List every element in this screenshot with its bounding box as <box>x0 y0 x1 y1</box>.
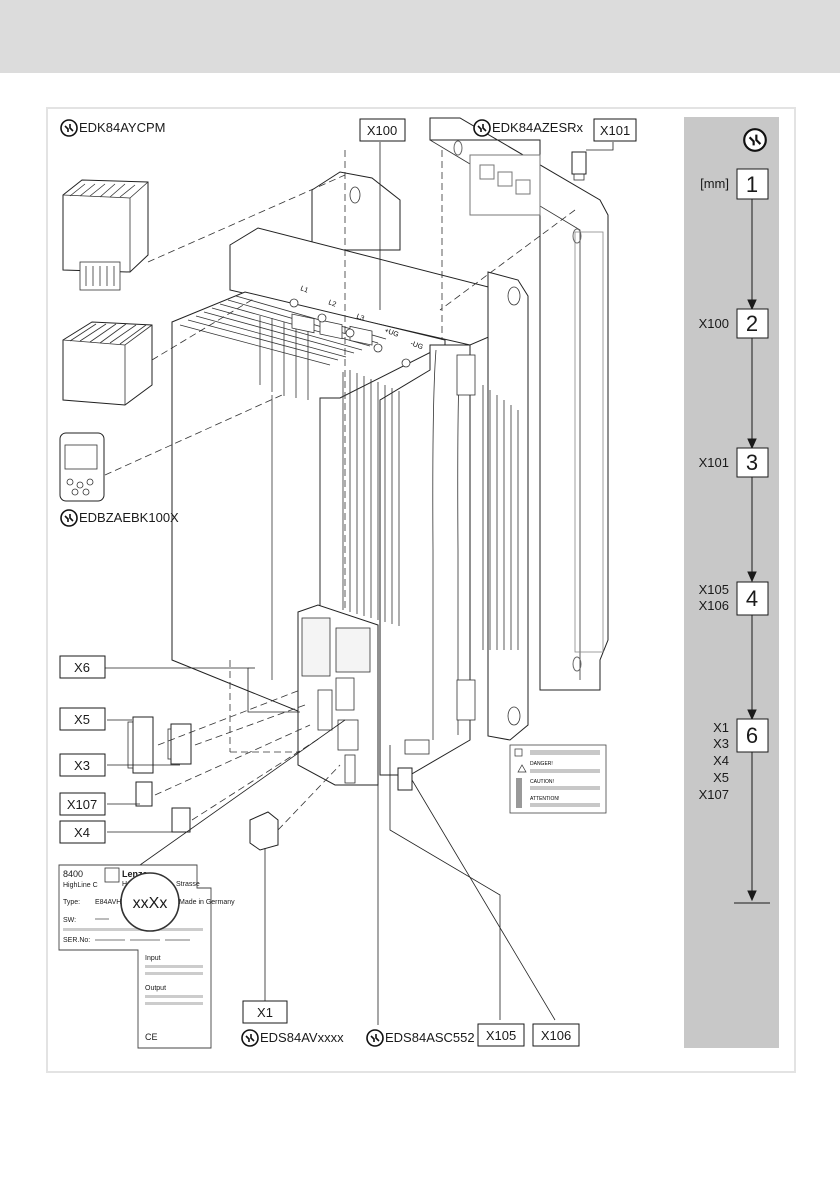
shield-cover <box>63 322 152 405</box>
label-x107: X107 <box>60 793 105 815</box>
label-x106: X106 <box>533 1024 579 1046</box>
x107-plug <box>136 782 152 806</box>
svg-text:8400: 8400 <box>63 869 83 879</box>
flow-step-2-label: X100 <box>699 316 729 331</box>
svg-text:X105: X105 <box>486 1028 516 1043</box>
document-reference-icon <box>242 1030 258 1046</box>
svg-text:Input: Input <box>145 955 161 962</box>
svg-text:Strasse: Strasse <box>176 881 200 888</box>
svg-text:X1: X1 <box>257 1005 273 1020</box>
svg-text:Type:: Type: <box>63 899 80 906</box>
ref-eds84asc552: EDS84ASC552 <box>367 1030 475 1046</box>
svg-text:X5: X5 <box>74 712 90 727</box>
nameplate: 8400 HighLine C Lenze Hans- Strasse Type… <box>59 865 235 1048</box>
flow-step-3-label: X101 <box>699 455 729 470</box>
flow-step-6-label-e: X107 <box>699 787 729 802</box>
x101-plug <box>572 152 586 180</box>
flow-step-2-number: 2 <box>746 311 758 336</box>
flow-step-3-number: 3 <box>746 450 758 475</box>
svg-text:X101: X101 <box>600 123 630 138</box>
edk84aycpm-module <box>63 180 148 290</box>
label-x3: X3 <box>60 754 105 776</box>
flow-step-1-label: [mm] <box>700 176 729 191</box>
svg-text:X107: X107 <box>67 797 97 812</box>
label-x1: X1 <box>243 1001 287 1023</box>
svg-text:EDS84AVxxxx: EDS84AVxxxx <box>260 1030 344 1045</box>
x106-plug <box>398 768 412 790</box>
svg-text:X3: X3 <box>74 758 90 773</box>
svg-text:EDBZAEBK100X: EDBZAEBK100X <box>79 510 179 525</box>
document-reference-icon <box>61 120 77 136</box>
flow-step-1-number: 1 <box>746 172 758 197</box>
flow-step-6-number: 6 <box>746 723 758 748</box>
svg-text:CAUTION!: CAUTION! <box>530 779 554 785</box>
x3-plug <box>168 724 191 764</box>
label-x6: X6 <box>60 656 105 678</box>
flow-tool-icon <box>744 129 766 151</box>
svg-text:EDK84AYCPM: EDK84AYCPM <box>79 120 165 135</box>
flow-step-4-label-b: X106 <box>699 598 729 613</box>
flow-step-6-label-c: X4 <box>713 753 729 768</box>
x4-plug <box>172 808 190 832</box>
document-reference-icon <box>474 120 490 136</box>
label-x5: X5 <box>60 708 105 730</box>
svg-text:X6: X6 <box>74 660 90 675</box>
svg-text:Made in Germany: Made in Germany <box>179 899 235 906</box>
label-x100: X100 <box>360 119 405 141</box>
label-x105: X105 <box>478 1024 524 1046</box>
svg-text:CE: CE <box>145 1032 158 1042</box>
x1-plug <box>250 812 278 850</box>
keypad-device <box>60 433 104 501</box>
svg-text:EDS84ASC552: EDS84ASC552 <box>385 1030 475 1045</box>
flow-step-6-label-a: X1 <box>713 720 729 735</box>
label-x101: X101 <box>594 119 636 141</box>
svg-text:X4: X4 <box>74 825 90 840</box>
flow-step-4-label-a: X105 <box>699 582 729 597</box>
svg-text:HighLine C: HighLine C <box>63 882 98 889</box>
ref-edk84aycpm: EDK84AYCPM <box>61 120 165 136</box>
svg-text:EDK84AZESRx: EDK84AZESRx <box>492 120 584 135</box>
svg-text:SER.No:: SER.No: <box>63 937 90 944</box>
svg-text:ATTENTION!: ATTENTION! <box>530 796 559 802</box>
svg-text:X106: X106 <box>541 1028 571 1043</box>
ref-edk84azesrx: EDK84AZESRx <box>474 120 584 136</box>
svg-text:SW:: SW: <box>63 917 76 924</box>
ref-edbzaebk100x: EDBZAEBK100X <box>61 510 179 526</box>
document-reference-icon <box>367 1030 383 1046</box>
flow-step-6-label-d: X5 <box>713 770 729 785</box>
inverter-body: L1 L2 L3 +UG -UG <box>172 172 528 785</box>
flow-step-4-number: 4 <box>746 586 758 611</box>
svg-text:Output: Output <box>145 985 166 992</box>
ref-eds84avxxxx: EDS84AVxxxx <box>242 1030 344 1046</box>
zoom-text: xxXx <box>133 895 168 912</box>
label-x4: X4 <box>60 821 105 843</box>
warning-label-card: DANGER! CAUTION! ATTENTION! <box>510 745 606 813</box>
svg-text:X100: X100 <box>367 123 397 138</box>
svg-text:DANGER!: DANGER! <box>530 761 553 767</box>
flow-step-6-label-b: X3 <box>713 736 729 751</box>
document-reference-icon <box>61 510 77 526</box>
